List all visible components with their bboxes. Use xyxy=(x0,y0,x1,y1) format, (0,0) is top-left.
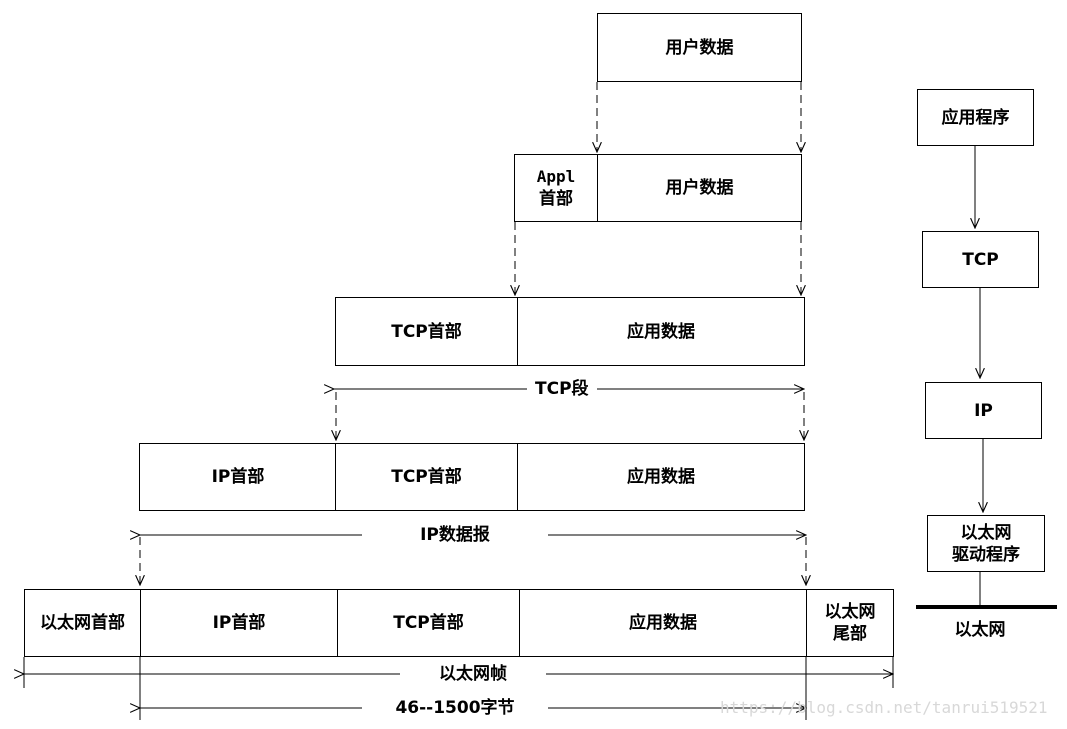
stack-tcp-box: TCP xyxy=(922,231,1039,288)
stack-application-label: 应用程序 xyxy=(941,107,1010,128)
tcp-header-box: TCP首部 xyxy=(335,297,518,366)
ethernet-frame-label: 以太网帧 xyxy=(400,663,546,685)
stack-ip-box: IP xyxy=(925,382,1042,439)
ip-header-box: IP首部 xyxy=(139,443,337,511)
eth-app-data-label: 应用数据 xyxy=(629,613,697,633)
ip-app-data-label: 应用数据 xyxy=(627,467,695,487)
eth-trailer-label-line1: 以太网 xyxy=(824,602,876,622)
eth-header-box: 以太网首部 xyxy=(24,589,141,657)
tcp-app-data-box: 应用数据 xyxy=(517,297,805,366)
ip-app-data-box: 应用数据 xyxy=(517,443,805,511)
eth-app-data-box: 应用数据 xyxy=(519,589,807,657)
eth-tcp-header-box: TCP首部 xyxy=(337,589,520,657)
eth-trailer-box: 以太网 尾部 xyxy=(806,589,894,657)
user-data-label: 用户数据 xyxy=(665,37,734,58)
app-user-data-label: 用户数据 xyxy=(665,178,734,198)
tcp-segment-label: TCP段 xyxy=(527,378,597,400)
ip-datagram-label: IP数据报 xyxy=(362,524,548,546)
eth-tcp-header-label: TCP首部 xyxy=(393,613,464,633)
stack-driver-label-line1: 以太网 xyxy=(960,522,1012,543)
appl-header-label-line1: Appl xyxy=(536,167,576,186)
stack-network-label: 以太网 xyxy=(954,620,1006,640)
stack-driver-label-line2: 驱动程序 xyxy=(952,544,1020,565)
ip-tcp-header-box: TCP首部 xyxy=(335,443,518,511)
tcp-header-label: TCP首部 xyxy=(391,321,462,342)
eth-header-label: 以太网首部 xyxy=(40,613,125,633)
tcp-app-data-label: 应用数据 xyxy=(627,321,695,342)
stack-ip-label: IP xyxy=(974,400,993,421)
watermark-text: https://blog.csdn.net/tanrui519521 xyxy=(720,698,1048,717)
appl-header-label-line2: 首部 xyxy=(539,189,573,209)
user-data-box: 用户数据 xyxy=(597,13,802,82)
payload-size-label: 46--1500字节 xyxy=(362,697,548,719)
appl-header-box: Appl 首部 xyxy=(514,154,598,222)
stack-application-box: 应用程序 xyxy=(917,89,1034,146)
ip-tcp-header-label: TCP首部 xyxy=(391,467,462,487)
eth-ip-header-label: IP首部 xyxy=(212,613,266,633)
eth-ip-header-box: IP首部 xyxy=(140,589,338,657)
ip-header-label: IP首部 xyxy=(211,467,265,487)
stack-tcp-label: TCP xyxy=(962,249,999,270)
app-user-data-box: 用户数据 xyxy=(597,154,802,222)
eth-trailer-label-line2: 尾部 xyxy=(833,624,867,644)
stack-driver-box: 以太网 驱动程序 xyxy=(927,515,1045,572)
